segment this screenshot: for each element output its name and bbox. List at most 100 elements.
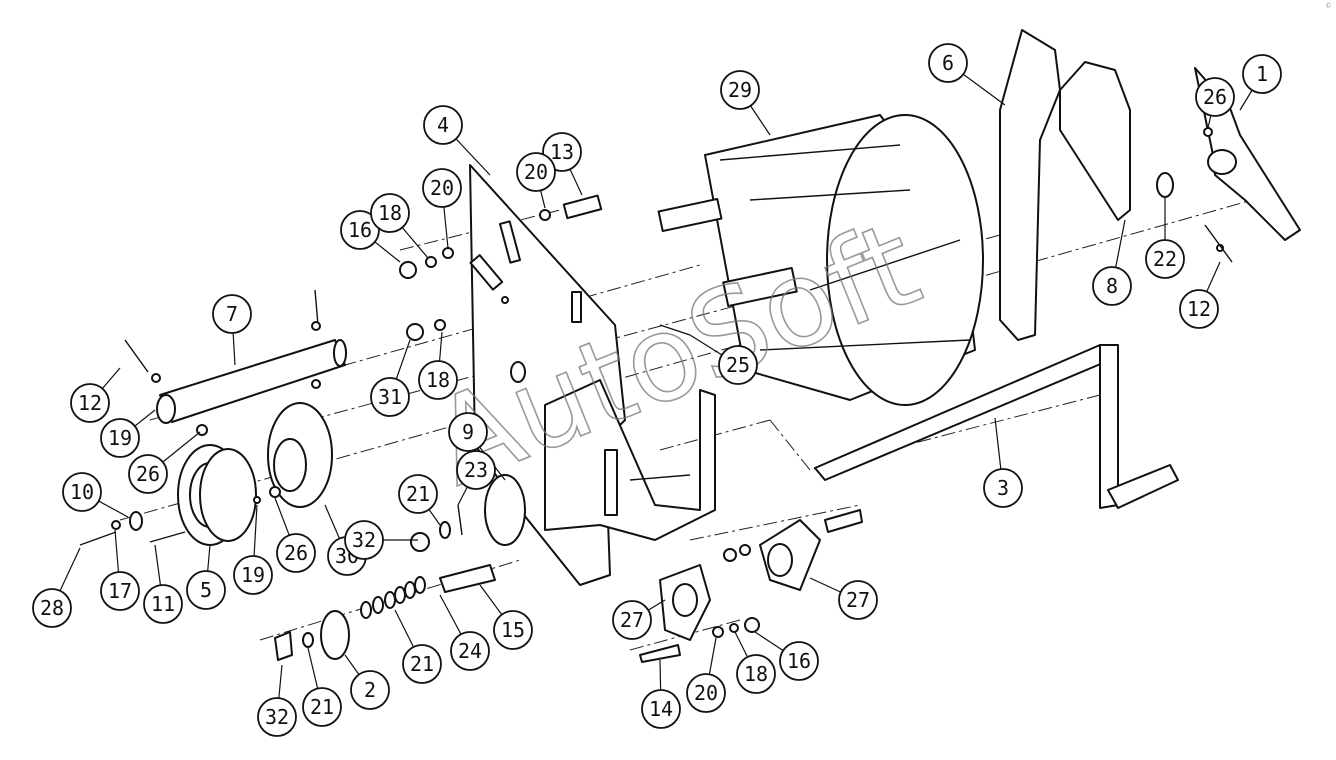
- callout-bubble: [62, 472, 102, 512]
- callout-c21c: 21: [302, 647, 342, 727]
- callout-bubble: [838, 580, 878, 620]
- callout-bubble: [423, 105, 463, 145]
- callout-number: 19: [108, 426, 132, 450]
- callout-c18a: 18: [370, 193, 429, 259]
- cover-part-8: [1059, 61, 1131, 221]
- callout-c16b: 16: [754, 631, 819, 681]
- callout-number: 19: [241, 563, 265, 587]
- callout-bubble: [302, 687, 342, 727]
- callout-number: 1: [1256, 62, 1268, 86]
- callout-c3: 3: [983, 417, 1023, 508]
- callout-c5: 5: [186, 544, 226, 610]
- callout-c12a: 12: [70, 367, 121, 423]
- crank-part-3: [814, 344, 1179, 509]
- callout-bubble: [100, 418, 140, 458]
- callout-bubble: [1179, 289, 1219, 329]
- callout-number: 18: [378, 201, 402, 225]
- callout-bubble: [186, 570, 226, 610]
- callout-number: 32: [352, 528, 376, 552]
- callout-c18b: 18: [418, 331, 458, 400]
- strap-part-6: [999, 29, 1061, 341]
- callout-number: 3: [997, 476, 1009, 500]
- callout-bubble: [516, 152, 556, 192]
- callout-number: 23: [464, 458, 488, 482]
- callout-number: 27: [620, 608, 644, 632]
- callout-c21b: 21: [394, 609, 442, 684]
- callout-number: 21: [310, 695, 334, 719]
- callout-c7: 7: [212, 294, 252, 366]
- callout-bubble: [402, 644, 442, 684]
- callout-c29: 29: [720, 70, 771, 136]
- callout-c1: 1: [1239, 54, 1282, 111]
- callout-bubble: [928, 43, 968, 83]
- callout-number: 24: [458, 639, 482, 663]
- callout-bubble: [718, 345, 758, 385]
- fasteners: [79, 127, 1233, 663]
- callout-c14: 14: [641, 659, 681, 729]
- callout-c20c: 20: [686, 637, 726, 713]
- callout-bubble: [450, 631, 490, 671]
- callout-bubble: [422, 168, 462, 208]
- callout-number: 5: [200, 578, 212, 602]
- callout-number: 21: [410, 652, 434, 676]
- callout-c12b: 12: [1179, 261, 1221, 329]
- callout-number: 16: [348, 218, 372, 242]
- callout-number: 31: [378, 385, 402, 409]
- callout-c28: 28: [32, 547, 81, 628]
- callout-number: 10: [70, 480, 94, 504]
- callout-c26b: 26: [128, 431, 201, 494]
- callout-bubble: [350, 670, 390, 710]
- callout-number: 21: [406, 482, 430, 506]
- callout-number: 12: [1187, 297, 1211, 321]
- callout-number: 22: [1153, 247, 1177, 271]
- corner-mark: ©: [1325, 2, 1332, 10]
- callout-bubble: [128, 454, 168, 494]
- callout-number: 7: [226, 302, 238, 326]
- callout-number: 26: [1203, 85, 1227, 109]
- callout-number: 18: [426, 368, 450, 392]
- callout-c23: 23: [456, 450, 496, 506]
- callout-c20b: 20: [516, 152, 556, 209]
- callout-bubble: [493, 610, 533, 650]
- callout-bubble: [212, 294, 252, 334]
- callout-c27b: 27: [809, 577, 878, 620]
- callout-number: 26: [284, 541, 308, 565]
- callout-number: 9: [462, 420, 474, 444]
- drum-part-29: [657, 114, 984, 406]
- callout-bubble: [398, 474, 438, 514]
- callout-bubble: [779, 641, 819, 681]
- callout-bubble: [1242, 54, 1282, 94]
- callout-number: 17: [108, 579, 132, 603]
- callout-number: 15: [501, 618, 525, 642]
- callout-bubble: [418, 360, 458, 400]
- callout-c8: 8: [1092, 219, 1132, 306]
- callout-bubble: [257, 697, 297, 737]
- callout-bubble: [70, 383, 110, 423]
- callout-bubble: [100, 571, 140, 611]
- callout-c25: 25: [689, 334, 758, 385]
- callout-number: 18: [744, 662, 768, 686]
- callout-c2: 2: [344, 654, 390, 710]
- callout-c11: 11: [143, 544, 183, 624]
- bracket-part-9: [544, 379, 716, 541]
- callout-c16a: 16: [340, 210, 401, 263]
- callout-c6: 6: [928, 43, 1006, 106]
- callout-c31: 31: [370, 339, 411, 417]
- callout-c15: 15: [479, 584, 533, 650]
- callout-c18c: 18: [734, 631, 776, 694]
- callout-number: 2: [364, 678, 376, 702]
- callout-number: 16: [787, 649, 811, 673]
- callout-number: 20: [430, 176, 454, 200]
- callout-number: 14: [649, 697, 673, 721]
- flange-bearings: [659, 519, 821, 641]
- callout-layer: 1234567891011121213141516161718181819192…: [32, 43, 1282, 737]
- callout-number: 20: [694, 681, 718, 705]
- callout-number: 26: [136, 462, 160, 486]
- callout-number: 20: [524, 160, 548, 184]
- callout-c27a: 27: [612, 599, 666, 640]
- callout-bubble: [641, 689, 681, 729]
- callout-bubble: [344, 520, 384, 560]
- callout-bubble: [370, 193, 410, 233]
- tube-part-7: [124, 289, 347, 436]
